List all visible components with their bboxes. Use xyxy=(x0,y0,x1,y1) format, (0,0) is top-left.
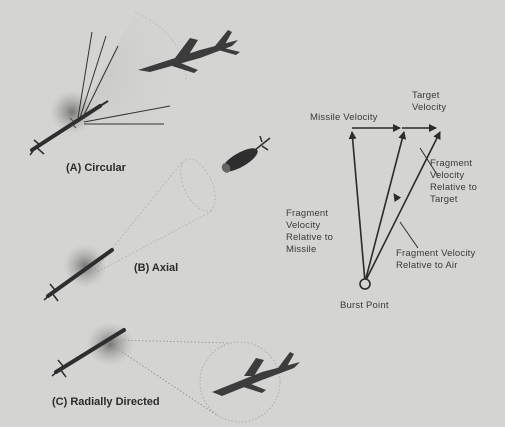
circular-fragment-ray xyxy=(79,35,107,119)
circular-target-aircraft-icon xyxy=(138,30,240,73)
circular-fragment-ray xyxy=(77,31,93,119)
burst-point-label: Burst Point xyxy=(340,300,389,311)
fragment-velocity-relative-to-air-vector xyxy=(364,131,441,283)
circular-panel xyxy=(29,11,240,156)
circular-missile xyxy=(29,100,109,156)
radial-burst-cloud xyxy=(86,322,134,366)
radial-missile xyxy=(51,328,126,378)
fragment-velocity-relative-to-missile-vector xyxy=(364,131,407,283)
air-label-pointer xyxy=(393,193,402,203)
fragment-velocity-relative-to-target-label: Fragment Velocity Relative to Target xyxy=(430,158,478,205)
circular-burst-cloud xyxy=(50,90,94,134)
axial-label: (B) Axial xyxy=(134,262,179,274)
radial-target-region xyxy=(199,341,281,423)
target-label-leader xyxy=(419,147,439,177)
circular-fragment-spray xyxy=(80,12,195,126)
fragment-velocity-relative-to-missile-label: Fragment Velocity Relative to Missile xyxy=(286,208,334,255)
radially-directed-panel xyxy=(51,322,300,423)
missile-velocity-vector xyxy=(348,131,366,283)
air-label-leader xyxy=(399,221,419,249)
missile-velocity-label: Missile Velocity xyxy=(310,112,378,123)
target-velocity-label: Target Velocity xyxy=(412,90,447,113)
circular-spray-edge xyxy=(134,11,187,81)
circular-fragment-ray xyxy=(83,105,171,123)
axial-cone-rim xyxy=(180,158,216,212)
radial-beam-edge xyxy=(115,347,219,417)
axial-target-bomb-icon xyxy=(221,135,271,173)
radially-directed-label: (C) Radially Directed xyxy=(52,396,160,408)
axial-panel xyxy=(43,135,271,302)
axial-missile xyxy=(43,248,114,302)
circular-label: (A) Circular xyxy=(66,162,126,174)
velocity-vector-diagram xyxy=(348,124,441,290)
circular-fragment-ray xyxy=(81,45,119,120)
burst-point-marker xyxy=(359,278,371,290)
radial-target-aircraft-icon xyxy=(212,352,300,396)
axial-cone-edge xyxy=(94,161,183,271)
fragment-velocity-relative-to-air-label: Fragment Velocity Relative to Air xyxy=(396,248,476,271)
